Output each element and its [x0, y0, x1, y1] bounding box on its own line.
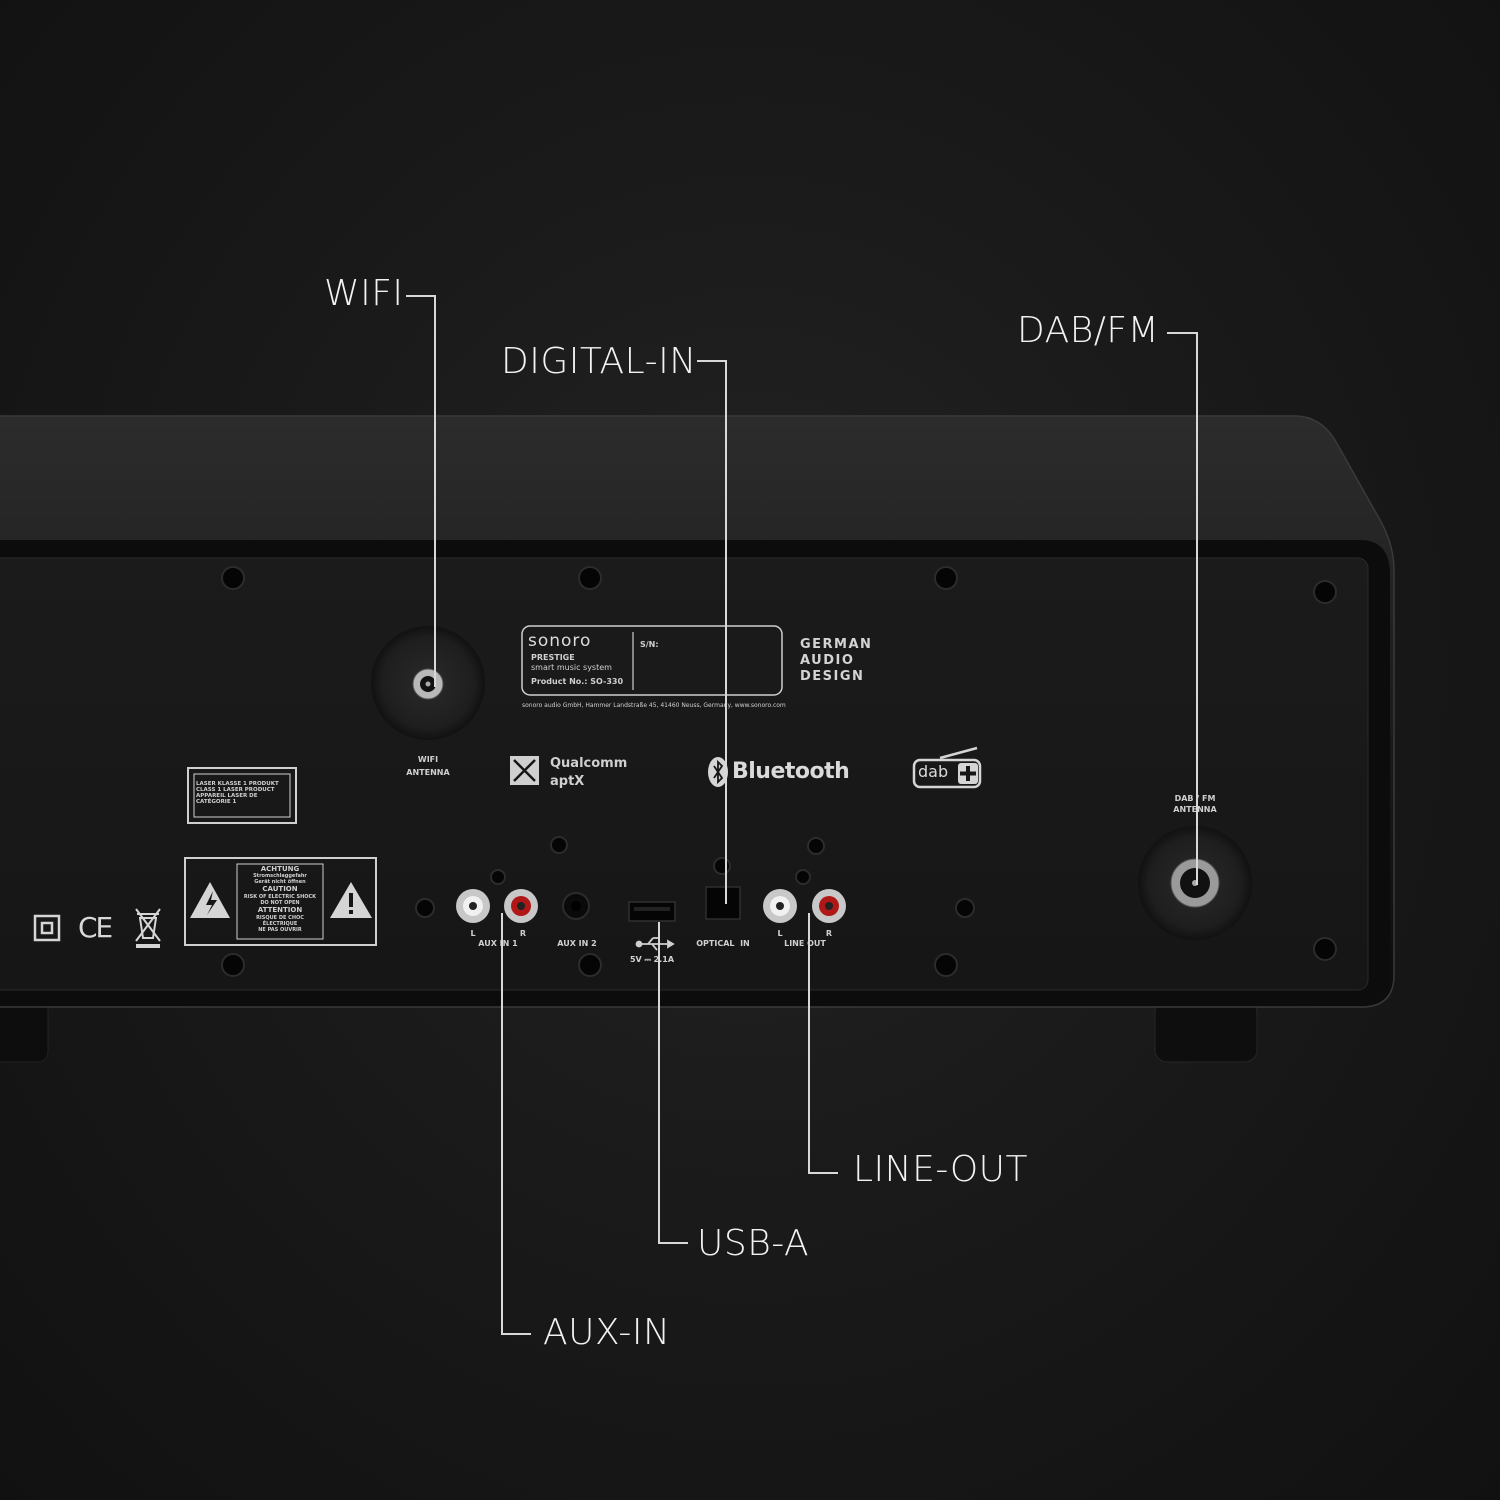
qualcomm-label: Qualcomm — [550, 756, 628, 771]
laser-line2: CLASS 1 LASER PRODUCT — [196, 787, 275, 793]
aux-in-callout-line — [501, 1333, 531, 1335]
dab-antenna-line1: DAB / FM — [1174, 794, 1216, 803]
laser-line1: LASER KLASSE 1 PRODUKT — [196, 781, 279, 787]
screw — [221, 953, 245, 977]
line-out-callout-line — [808, 913, 810, 1174]
aux-in-1-l-label: L — [470, 929, 476, 938]
dab-fm-callout: DAB/FM — [1017, 310, 1160, 351]
caution-line1: RISK OF ELECTRIC SHOCK — [243, 894, 317, 900]
achtung-line1: Stromschlaggefahr — [253, 873, 307, 879]
achtung-line2: Gerät nicht öffnen — [254, 879, 306, 885]
caution-line2: DO NOT OPEN — [260, 900, 300, 906]
screw — [490, 869, 506, 885]
wifi-callout: WIFI — [324, 273, 404, 314]
screw — [415, 898, 435, 918]
laser-line4: CATÉGORIE 1 — [196, 799, 237, 805]
aux-in-1-r-label: R — [519, 929, 527, 938]
screw — [713, 857, 731, 875]
aux-in-callout-line — [501, 913, 503, 1335]
info-plate — [521, 625, 783, 696]
usb-spec-label: 5V ⎓ 2.1A — [629, 955, 675, 964]
warning-label-text: ACHTUNG Stromschlaggefahr Gerät nicht öf… — [238, 865, 322, 933]
weee-bin-icon — [135, 908, 161, 948]
class2-icon — [33, 914, 61, 942]
laser-label-text: LASER KLASSE 1 PRODUKT CLASS 1 LASER PRO… — [196, 781, 288, 805]
laser-line3: APPAREIL LASER DE — [196, 793, 258, 799]
manufacturer-address: sonoro audio GmbH, Hammer Landstraße 45,… — [522, 702, 786, 709]
line-out-label: LINE OUT — [784, 939, 826, 948]
aux-in-2-jack — [562, 892, 590, 920]
usb-a-port — [628, 901, 676, 922]
dab-fm-callout-line — [1196, 332, 1198, 885]
line-out-right-jack — [812, 889, 846, 923]
screw — [578, 953, 602, 977]
left-foot — [0, 999, 49, 1063]
usb-a-callout-line — [658, 922, 660, 1244]
screws — [221, 566, 1337, 977]
screw — [221, 566, 245, 590]
german-audio-design: GERMAN AUDIO DESIGN — [800, 637, 872, 685]
screw — [807, 837, 825, 855]
screw — [934, 566, 958, 590]
line-out-l-label: L — [777, 929, 783, 938]
laser-label — [187, 767, 297, 824]
screw — [955, 898, 975, 918]
wifi-callout-line — [434, 295, 436, 687]
dab-logo-text: dab — [918, 762, 949, 781]
digital-in-callout-line — [725, 360, 727, 904]
dab-antenna-line2: ANTENNA — [1173, 805, 1217, 814]
wifi-antenna-line2: ANTENNA — [406, 768, 450, 777]
dab-fm-callout-line — [1167, 332, 1198, 334]
caution-heading: CAUTION — [262, 885, 298, 893]
screw — [1313, 580, 1337, 604]
german-word: GERMAN — [800, 637, 873, 652]
screw — [934, 953, 958, 977]
bluetooth-label: Bluetooth — [732, 759, 850, 784]
dab-logo-icon — [912, 758, 982, 789]
achtung-heading: ACHTUNG — [260, 865, 300, 873]
design-word: DESIGN — [800, 669, 865, 684]
wifi-antenna-label: WIFI ANTENNA — [398, 753, 458, 779]
brand-logo: sonoro — [528, 631, 592, 651]
attention-line2: NE PAS OUVRIR — [258, 927, 302, 933]
screw — [795, 869, 811, 885]
right-foot — [1154, 999, 1258, 1063]
wifi-callout-line — [406, 295, 436, 297]
rear-panel — [0, 557, 1369, 991]
aux-in-2-label: AUX IN 2 — [557, 939, 597, 948]
optical-in-port — [705, 886, 741, 920]
model-subtitle: smart music system — [531, 663, 612, 672]
product-number: Product No.: SO-330 — [531, 677, 624, 686]
aux-in-callout: AUX-IN — [543, 1312, 671, 1353]
warning-label — [184, 857, 377, 946]
optical-in-label: OPTICAL IN — [696, 939, 750, 948]
aux-in-1-label: AUX IN 1 — [478, 939, 518, 948]
aptx-label: aptX — [550, 774, 585, 789]
attention-heading: ATTENTION — [257, 906, 303, 914]
aux-in-1-left-jack — [456, 889, 490, 923]
attention-line1: RISQUE DE CHOC ÉLECTRIQUE — [256, 915, 304, 927]
usb-a-callout-line — [658, 1242, 688, 1244]
line-out-r-label: R — [825, 929, 833, 938]
line-out-left-jack — [763, 889, 797, 923]
digital-in-callout: DIGITAL-IN — [501, 341, 697, 382]
serial-label: S/N: — [640, 640, 659, 649]
wifi-antenna-line1: WIFI — [417, 755, 439, 764]
ce-mark: CE — [78, 911, 113, 944]
usb-icon — [635, 937, 675, 951]
line-out-callout: LINE-OUT — [853, 1149, 1029, 1190]
dab-antenna-label: DAB / FM ANTENNA — [1160, 793, 1230, 815]
screw — [1313, 937, 1337, 961]
screw — [550, 836, 568, 854]
screw — [578, 566, 602, 590]
usb-a-callout: USB-A — [697, 1223, 810, 1264]
aux-in-1-right-jack — [504, 889, 538, 923]
digital-in-callout-line — [697, 360, 727, 362]
model-name: PRESTIGE — [531, 653, 575, 662]
audio-word: AUDIO — [800, 653, 855, 668]
line-out-callout-line — [808, 1172, 838, 1174]
